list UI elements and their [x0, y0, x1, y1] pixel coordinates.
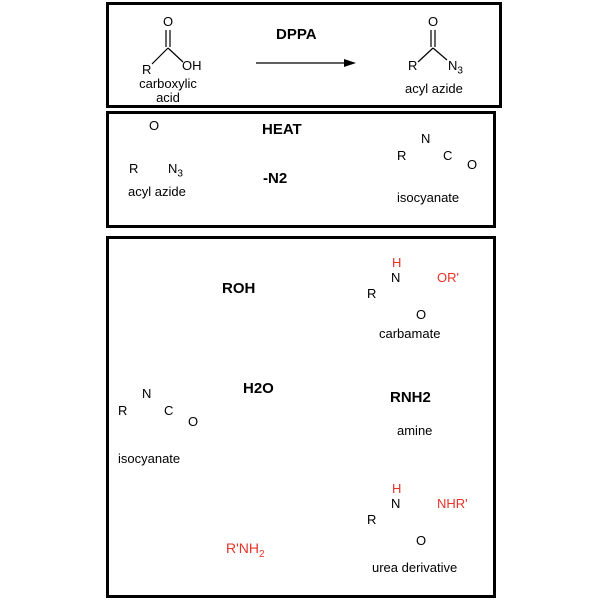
r-group: R — [129, 161, 139, 176]
amine-formula: RNH2 — [390, 389, 431, 406]
azide-group: N3 — [448, 58, 463, 77]
acyl-azide-label: acyl azide — [405, 81, 463, 96]
step2-panel — [106, 111, 496, 228]
amine-label: amine — [397, 423, 433, 438]
carbonyl-oxygen: O — [428, 14, 439, 29]
urea-derivative-label: urea derivative — [372, 560, 458, 575]
isocyanate-nitrogen: N — [421, 131, 431, 146]
isocyanate-oxygen: O — [188, 414, 199, 429]
nitrogen-loss-label: -N2 — [263, 170, 288, 187]
isocyanate-oxygen: O — [467, 157, 478, 172]
carbonyl-oxygen: O — [149, 118, 160, 133]
carbamate-label: carbamate — [379, 326, 441, 341]
azide-n: N — [448, 58, 458, 73]
isocyanate-carbon: C — [164, 403, 174, 418]
carboxylic-acid-label: carboxylic acid — [136, 77, 200, 105]
r-group: R — [367, 512, 377, 527]
step1-panel — [106, 2, 502, 108]
azide-subscript: 3 — [457, 65, 463, 77]
r-group: R — [142, 62, 152, 77]
carbonyl-oxygen: O — [416, 307, 427, 322]
urea-nitrogen: N — [391, 496, 401, 511]
carbamate-nitrogen: N — [391, 270, 401, 285]
azide-subscript: 3 — [177, 168, 183, 180]
acyl-azide-label: acyl azide — [128, 184, 186, 199]
r-group: R — [397, 148, 407, 163]
azide-n: N — [168, 161, 178, 176]
urea-hydrogen: H — [392, 481, 402, 496]
substituted-amine-group: NHR' — [437, 496, 468, 511]
alcohol-reagent-label: ROH — [222, 280, 256, 297]
isocyanate-label: isocyanate — [118, 451, 181, 466]
carboxylic-acid-label-line1: carboxylic — [139, 76, 197, 91]
isocyanate-carbon: C — [443, 148, 453, 163]
isocyanate-label: isocyanate — [397, 190, 460, 205]
r-group: R — [367, 286, 377, 301]
dppa-reagent-label: DPPA — [276, 26, 317, 43]
r-group: R — [118, 403, 128, 418]
hydroxyl-group: OH — [182, 58, 202, 73]
carboxylic-acid-label-line2: acid — [156, 90, 180, 105]
step3-panel — [106, 236, 496, 598]
carbonyl-oxygen: O — [416, 533, 427, 548]
isocyanate-nitrogen: N — [142, 386, 152, 401]
carbamate-hydrogen: H — [392, 255, 402, 270]
amine-reagent-subscript: 2 — [259, 548, 265, 560]
azide-group: N3 — [168, 161, 183, 180]
heat-condition-label: HEAT — [262, 121, 302, 138]
water-reagent-label: H2O — [243, 380, 274, 397]
carbonyl-oxygen: O — [163, 14, 174, 29]
alkoxy-group: OR' — [437, 270, 459, 285]
amine-reagent-main: R'NH — [226, 540, 260, 556]
amine-reagent-label: R'NH2 — [226, 540, 265, 560]
r-group: R — [408, 58, 418, 73]
